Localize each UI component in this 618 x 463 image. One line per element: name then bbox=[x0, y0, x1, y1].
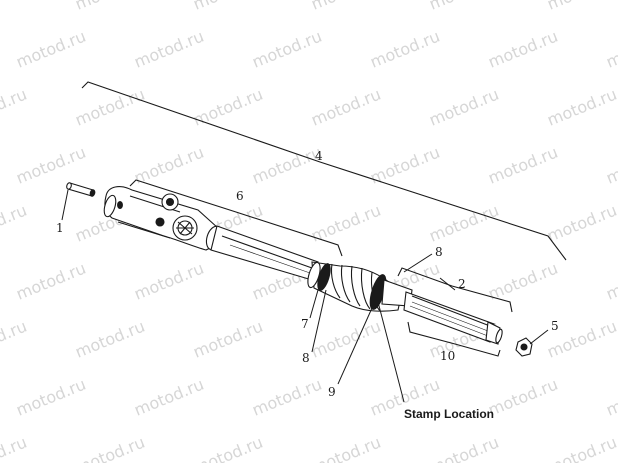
watermark-text: motod.ru bbox=[190, 433, 265, 463]
watermark-text: motod.ru bbox=[308, 0, 383, 14]
bracket-2 bbox=[397, 267, 513, 313]
part-stub-shaft bbox=[403, 291, 503, 345]
callout-8-top: 8 bbox=[435, 245, 443, 259]
watermark-text: motod.ru bbox=[426, 433, 501, 463]
watermark-text: motod.ru bbox=[13, 375, 88, 420]
watermark-text: motod.ru bbox=[131, 259, 206, 304]
watermark-text: motod.ru bbox=[485, 259, 560, 304]
watermark-text: motod.ru bbox=[249, 375, 324, 420]
watermark-text: motod.ru bbox=[544, 433, 618, 463]
watermark-text: motod.ru bbox=[13, 259, 88, 304]
leader-8-top bbox=[403, 253, 433, 273]
bracket-6 bbox=[129, 179, 343, 257]
leader-stamp bbox=[377, 301, 405, 403]
watermark-text: motod.ru bbox=[544, 201, 618, 246]
callout-7: 7 bbox=[301, 317, 309, 331]
watermark-text: motod.ru bbox=[544, 85, 618, 130]
watermark-text: motod.ru bbox=[0, 0, 30, 14]
watermark-text: motod.ru bbox=[131, 143, 206, 188]
callout-8-bottom: 8 bbox=[302, 351, 310, 365]
leader-lines bbox=[61, 189, 549, 403]
leader-9 bbox=[337, 307, 373, 385]
watermark-text: motod.ru bbox=[426, 85, 501, 130]
watermark-text: motod.ru bbox=[131, 375, 206, 420]
watermark-text: motod.ru bbox=[0, 201, 30, 246]
leader-5 bbox=[529, 329, 549, 345]
leader-1 bbox=[61, 189, 69, 221]
bracket-4 bbox=[81, 81, 567, 261]
watermark-text: motod.ru bbox=[426, 201, 501, 246]
watermark-text: motod.ru bbox=[0, 433, 30, 463]
watermark-text: motod.ru bbox=[190, 0, 265, 14]
callout-5: 5 bbox=[551, 319, 559, 333]
watermark-text: motod.ru bbox=[72, 317, 147, 362]
watermark-text: motod.ru bbox=[603, 143, 618, 188]
leader-7 bbox=[309, 289, 319, 319]
leader-8-bottom bbox=[311, 289, 327, 353]
watermark-text: motod.ru bbox=[72, 0, 147, 14]
watermark-text: motod.ru bbox=[308, 85, 383, 130]
part-pin bbox=[66, 182, 96, 197]
watermark-text: motod.ru bbox=[603, 375, 618, 420]
watermark-text: motod.ru bbox=[249, 143, 324, 188]
watermark-text: motod.ru bbox=[485, 27, 560, 72]
part-yoke-shaft bbox=[103, 186, 319, 281]
watermark-text: motod.ru bbox=[367, 27, 442, 72]
watermark-text: motod.ru bbox=[544, 0, 618, 14]
group-brackets bbox=[81, 81, 567, 357]
callout-2: 2 bbox=[458, 277, 466, 291]
watermark-text: motod.ru bbox=[426, 0, 501, 14]
watermark-text: motod.ru bbox=[190, 317, 265, 362]
watermark-text: motod.ru bbox=[603, 259, 618, 304]
watermark-text: motod.ru bbox=[131, 27, 206, 72]
callout-6: 6 bbox=[236, 189, 244, 203]
watermark-text: motod.ru bbox=[485, 143, 560, 188]
leader-2 bbox=[439, 277, 456, 291]
callout-1: 1 bbox=[56, 221, 64, 235]
part-nut bbox=[515, 337, 533, 357]
watermark-text: motod.ru bbox=[485, 375, 560, 420]
watermark-text: motod.ru bbox=[13, 143, 88, 188]
watermark-text: motod.ru bbox=[603, 27, 618, 72]
callout-10: 10 bbox=[440, 349, 455, 363]
callout-9: 9 bbox=[328, 385, 336, 399]
watermark-text: motod.ru bbox=[0, 317, 30, 362]
bracket-10 bbox=[407, 321, 501, 357]
watermark-text: motod.ru bbox=[308, 317, 383, 362]
part-cv-boot bbox=[307, 261, 413, 312]
watermark-text: motod.ru bbox=[0, 85, 30, 130]
callout-4: 4 bbox=[315, 149, 323, 163]
watermark-text: motod.ru bbox=[190, 85, 265, 130]
watermark-text: motod.ru bbox=[308, 433, 383, 463]
stamp-location-label: Stamp Location bbox=[404, 407, 494, 421]
watermark-text: motod.ru bbox=[249, 27, 324, 72]
watermark-text: motod.ru bbox=[72, 433, 147, 463]
watermark-text: motod.ru bbox=[72, 85, 147, 130]
watermark-text: motod.ru bbox=[13, 27, 88, 72]
